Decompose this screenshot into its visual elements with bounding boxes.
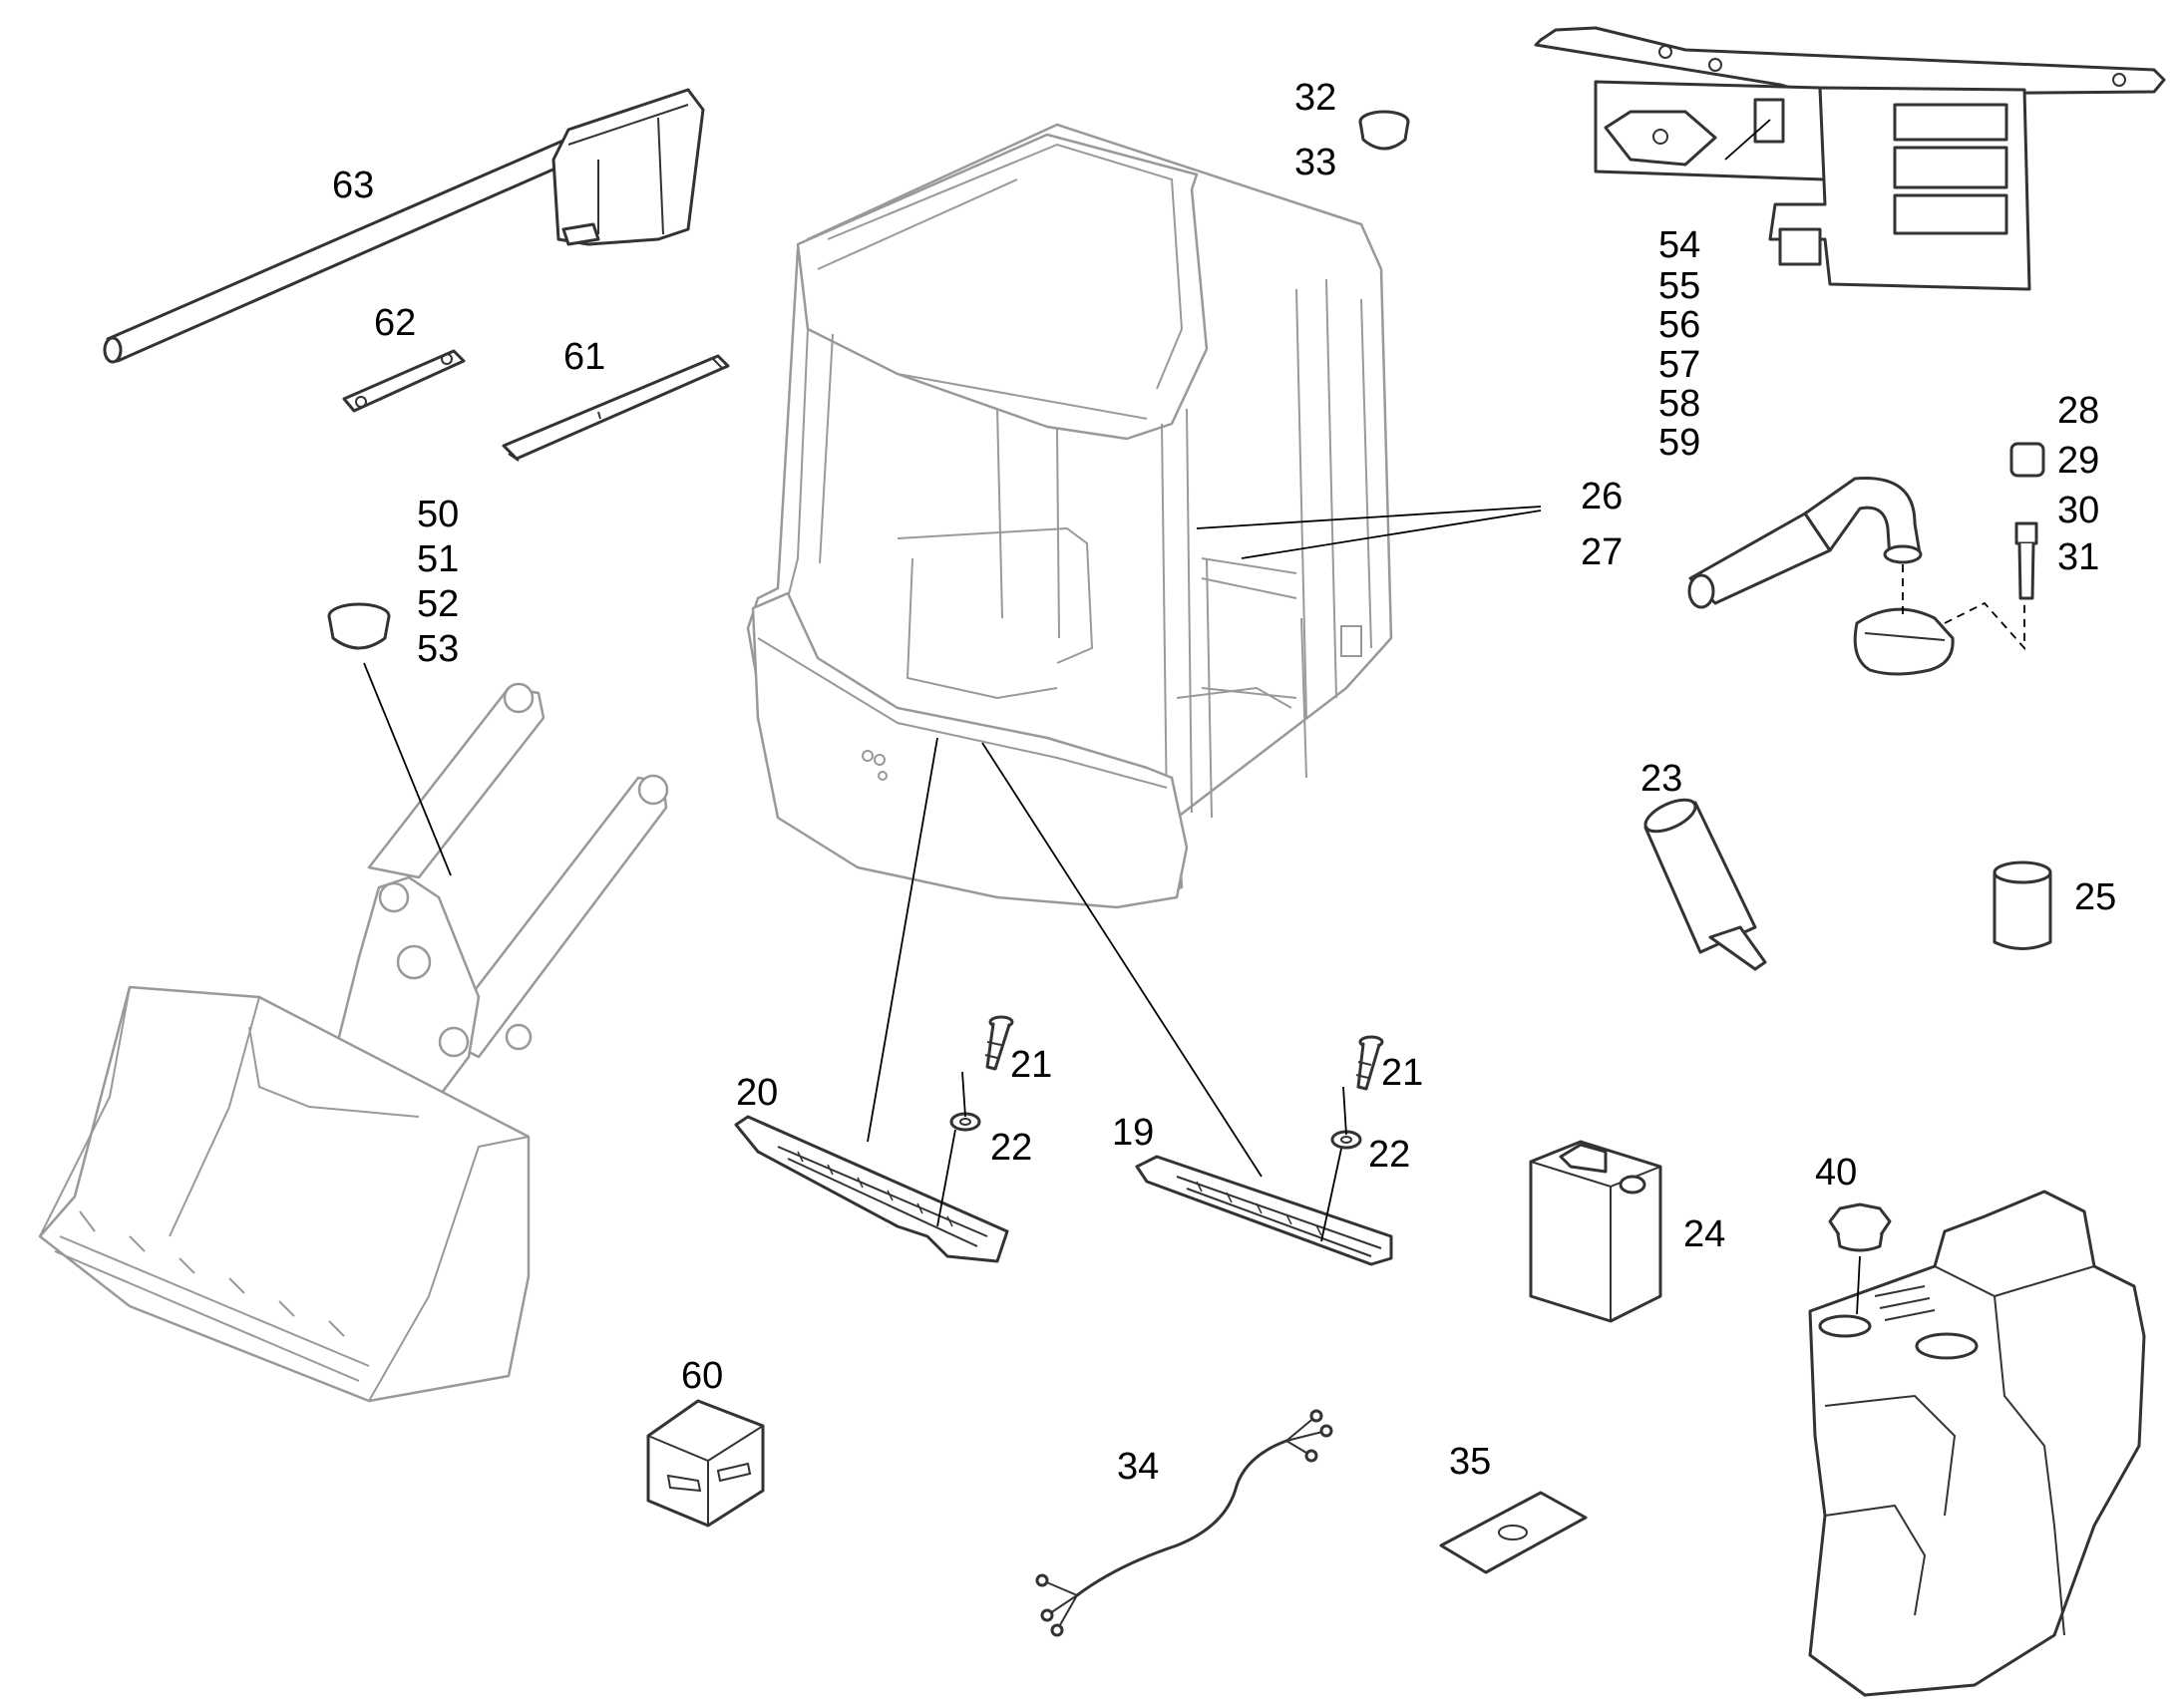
plug-cap-32 [1358, 110, 1410, 151]
callout-55: 55 [1658, 265, 1700, 307]
callout-23: 23 [1640, 758, 1682, 800]
callout-62: 62 [374, 302, 416, 344]
callout-40: 40 [1815, 1152, 1857, 1194]
mounting-bracket-plate [1534, 26, 2166, 291]
callout-52: 52 [417, 583, 459, 625]
callout-20: 20 [736, 1072, 778, 1114]
cartridge-tube [1643, 798, 1767, 971]
cable-harness [1035, 1409, 1333, 1637]
hydraulic-hose-clamp [1687, 442, 2045, 676]
strip-plate [502, 354, 730, 462]
gasket-sheet [1439, 1491, 1588, 1574]
operator-cab [746, 123, 1393, 909]
callout-56: 56 [1658, 304, 1700, 346]
callout-28: 28 [2057, 390, 2099, 432]
callout-34: 34 [1117, 1446, 1159, 1488]
callout-26: 26 [1581, 476, 1623, 517]
callout-labels: 63 62 61 50 51 52 53 32 33 54 55 56 57 5… [332, 77, 2116, 1488]
callout-33: 33 [1294, 142, 1336, 183]
callout-25: 25 [2074, 876, 2116, 918]
fuel-tank [1808, 1190, 2146, 1697]
screw-21-left [984, 1015, 1014, 1071]
callout-24: 24 [1683, 1213, 1725, 1255]
plug-cap-50 [327, 602, 391, 650]
callout-21-right: 21 [1381, 1052, 1423, 1094]
callout-54: 54 [1658, 224, 1700, 266]
canister [1529, 1140, 1662, 1323]
small-plate [342, 349, 466, 413]
callout-61: 61 [563, 336, 605, 378]
filler-cap [1828, 1202, 1892, 1252]
callout-57: 57 [1658, 344, 1700, 386]
loader-bucket-arm [38, 682, 669, 1403]
callout-58: 58 [1658, 383, 1700, 425]
callout-63: 63 [332, 165, 374, 206]
callout-30: 30 [2057, 490, 2099, 531]
callout-35: 35 [1449, 1441, 1491, 1483]
callout-21-left: 21 [1010, 1044, 1052, 1086]
callout-31: 31 [2057, 536, 2099, 578]
step-plate-right [1135, 1155, 1393, 1266]
sleeve [1993, 860, 2052, 950]
screw-21-right [1355, 1035, 1384, 1091]
callout-22-right: 22 [1368, 1134, 1410, 1176]
callout-29: 29 [2057, 440, 2099, 482]
handrail-bar [103, 88, 705, 364]
callout-19: 19 [1112, 1112, 1154, 1154]
callout-59: 59 [1658, 422, 1700, 464]
step-plate-left [734, 1115, 1009, 1263]
callout-60: 60 [681, 1355, 723, 1397]
callout-27: 27 [1581, 531, 1623, 573]
callout-32: 32 [1294, 77, 1336, 119]
hardware-box [646, 1399, 765, 1528]
callout-22-left: 22 [990, 1127, 1032, 1169]
callout-50: 50 [417, 494, 459, 535]
callout-53: 53 [417, 628, 459, 670]
leader-lines [363, 119, 1861, 1315]
callout-51: 51 [417, 538, 459, 580]
